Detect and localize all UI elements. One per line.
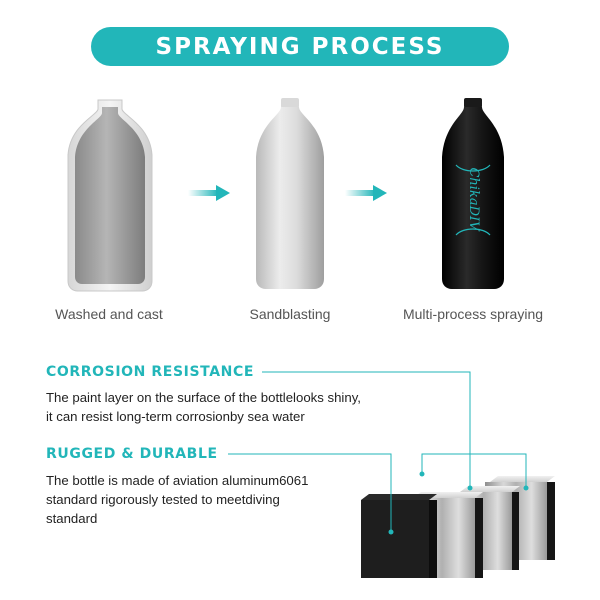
material-layers-illustration [361,476,555,578]
feature-title-durable: RUGGED & DURABLE [46,446,218,462]
feature-line: standard [46,511,98,526]
feature-line: The bottle is made of aviation aluminum6… [46,473,309,488]
bottle-logo: ChikaDIV [465,159,483,239]
feature-line: it can resist long-term corrosionby sea … [46,409,305,424]
feature-line: The paint layer on the surface of the bo… [46,390,361,405]
feature-text-corrosion: The paint layer on the surface of the bo… [46,388,361,426]
feature-line: standard rigorously tested to meetdiving [46,492,280,507]
stage-label-sandblasting: Sandblasting [249,306,331,322]
bottle-sandblasted-image [256,98,324,289]
feature-text-durable: The bottle is made of aviation aluminum6… [46,471,308,528]
bottle-sprayed-image: ChikaDIV [438,95,508,295]
stage-label-spraying: Multi-process spraying [402,306,544,322]
bottle-logo-text: ChikaDIV [466,167,481,231]
stage-label-washed: Washed and cast [55,306,163,322]
feature-title-corrosion: CORROSION RESISTANCE [46,364,254,380]
bottle-washed-image [67,99,153,292]
title-banner: SPRAYING PROCESS [91,27,509,66]
right-arrow-icon [188,185,230,201]
right-arrow-icon [345,185,387,201]
page-title: SPRAYING PROCESS [155,33,445,60]
